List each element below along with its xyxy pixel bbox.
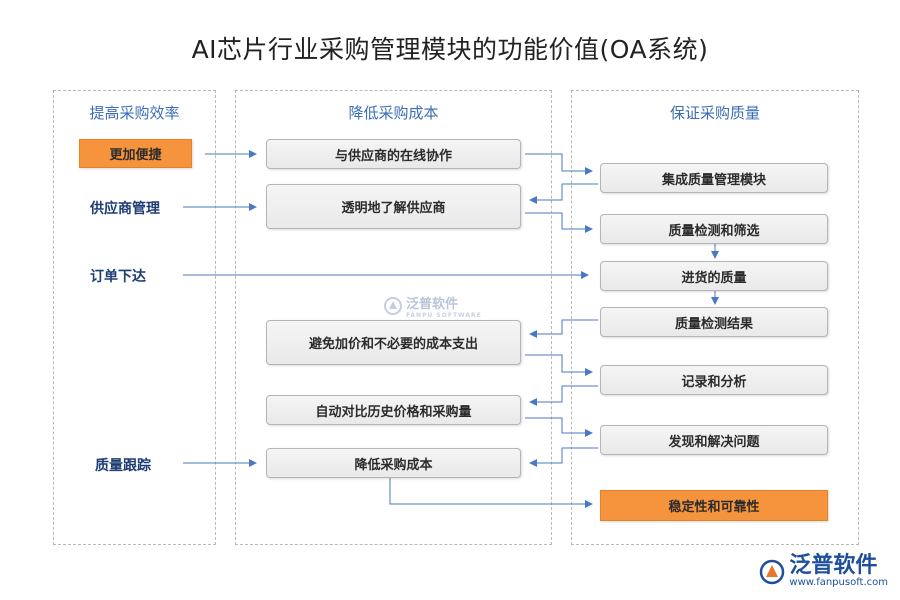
arrow-avoid-to-record — [525, 354, 593, 376]
box-integrated-qm: 集成质量管理模块 — [600, 163, 828, 193]
arrow-solve-to-reduce — [529, 447, 598, 467]
watermark-corner: 泛普软件 www.fanpusoft.com — [759, 555, 888, 588]
column-reduce-cost: 降低采购成本 — [235, 90, 552, 545]
arrow-transparent-to-inspection — [525, 212, 593, 233]
item-more-convenient: 更加便捷 — [79, 139, 192, 168]
column-header-cost: 降低采购成本 — [348, 104, 439, 122]
label-quality-tracking: 质量跟踪 — [95, 458, 151, 474]
box-transparent-supplier: 透明地了解供应商 — [266, 184, 521, 229]
arrow-qm-to-transparent — [529, 183, 598, 204]
diagram-title: AI芯片行业采购管理模块的功能价值(OA系统) — [191, 35, 709, 64]
watermark-corner-brand: 泛普软件 — [789, 553, 878, 578]
watermark-center: 泛普软件 FANPU SOFTWARE — [384, 293, 482, 319]
box-quality-inspection: 质量检测和筛选 — [600, 214, 828, 244]
label-order-placement: 订单下达 — [90, 269, 146, 285]
box-find-solve: 发现和解决问题 — [600, 425, 828, 455]
arrow-record-to-compare — [529, 385, 598, 406]
column-ensure-quality: 保证采购质量 — [571, 90, 859, 545]
box-reduce-cost: 降低采购成本 — [266, 448, 521, 478]
fanpu-logo-icon — [384, 297, 402, 315]
arrow-result-to-avoid — [529, 319, 598, 338]
column-header-quality: 保证采购质量 — [669, 104, 760, 122]
arrow-compare-to-solve — [525, 417, 593, 437]
box-record-analysis: 记录和分析 — [600, 365, 828, 395]
fanpu-brand-logo-icon — [760, 559, 785, 584]
box-avoid-markup: 避免加价和不必要的成本支出 — [266, 320, 521, 365]
box-auto-compare: 自动对比历史价格和采购量 — [266, 395, 521, 425]
box-online-collaboration: 与供应商的在线协作 — [266, 139, 521, 169]
box-incoming-quality: 进货的质量 — [600, 261, 828, 291]
watermark-center-brand: 泛普软件 — [406, 297, 459, 312]
watermark-corner-url: www.fanpusoft.com — [789, 577, 888, 588]
column-improve-efficiency: 提高采购效率 — [53, 90, 216, 545]
watermark-center-sub: FANPU SOFTWARE — [406, 312, 482, 319]
label-supplier-management: 供应商管理 — [90, 201, 160, 217]
box-stability-reliability: 稳定性和可靠性 — [600, 490, 828, 521]
arrow-collab-to-qm — [525, 153, 593, 175]
box-inspection-result: 质量检测结果 — [600, 307, 828, 337]
column-header-efficiency: 提高采购效率 — [89, 104, 180, 122]
arrow-reduce-to-stability — [389, 478, 593, 508]
